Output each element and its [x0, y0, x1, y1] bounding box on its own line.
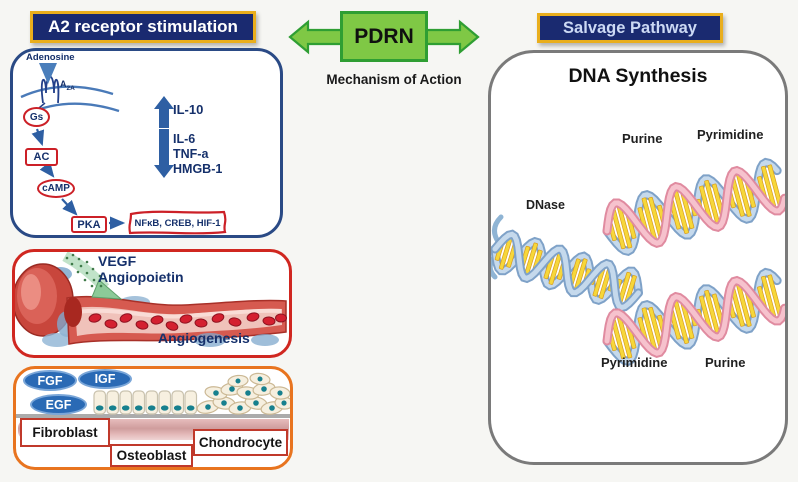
- a2-receptor-title: A2 receptor stimulation: [30, 11, 256, 43]
- angiogenesis-panel: VEGF Angiopoietin Angiogenesis: [12, 249, 292, 358]
- down-arrow-icon: [154, 129, 174, 178]
- membrane-arc: [20, 85, 114, 99]
- vegf-label: VEGF: [98, 253, 137, 269]
- purine-top-label: Purine: [622, 131, 663, 146]
- dnase-helix: [491, 229, 643, 313]
- cell-cluster: [196, 372, 290, 415]
- receptor-subscript: 2A: [66, 84, 75, 92]
- growth-factor-arrowhead-icon: [91, 279, 123, 300]
- igf-badge: IGF: [78, 369, 132, 389]
- gs-protein-node: Gs: [23, 107, 50, 127]
- arrow-ac-camp: [39, 161, 55, 178]
- epithelial-cell-row: [93, 390, 198, 415]
- basement-membrane-line: [16, 414, 290, 418]
- adenosine-ligand-icon: [39, 63, 57, 84]
- wavy-banner-icon: [128, 210, 227, 235]
- cell-layer-illustration: [16, 372, 290, 418]
- tnfa-label: TNF-a: [173, 147, 209, 161]
- red-blood-cells: [88, 312, 287, 331]
- il10-label: IL-10: [173, 102, 204, 117]
- il6-label: IL-6: [173, 132, 196, 146]
- purine-pyrimidine-helix-bottom: [602, 267, 785, 367]
- egf-badge: EGF: [30, 394, 87, 415]
- mechanism-of-action-caption: Mechanism of Action: [326, 72, 462, 87]
- adenylate-cyclase-node: AC: [25, 148, 58, 166]
- fgf-badge: FGF: [23, 370, 77, 391]
- up-arrow-icon: [154, 96, 174, 128]
- angiogenesis-caption: Angiogenesis: [158, 330, 250, 346]
- osteoblast-label: Osteoblast: [110, 444, 193, 467]
- camp-node: cAMP: [37, 179, 75, 198]
- dna-synthesis-heading: DNA Synthesis: [568, 65, 708, 87]
- fibroblast-label: Fibroblast: [20, 418, 110, 447]
- adenosine-label: Adenosine: [26, 52, 75, 63]
- pdrn-label: PDRN: [340, 11, 428, 62]
- salvage-pathway-title: Salvage Pathway: [537, 13, 723, 43]
- pyrimidine-top-label: Pyrimidine: [697, 127, 764, 142]
- effectors-banner: NFκB, CREB, HIF-1: [126, 210, 229, 236]
- blood-vessel-illustration: [15, 252, 287, 347]
- factor-dots: [65, 253, 103, 288]
- pka-node: PKA: [71, 216, 107, 233]
- receptor-base: A: [60, 79, 67, 89]
- purine-bottom-label: Purine: [705, 355, 746, 370]
- hmgb1-label: HMGB-1: [173, 162, 223, 176]
- dnase-label: DNase: [526, 198, 565, 212]
- pyrimidine-bottom-label: Pyrimidine: [601, 355, 668, 370]
- effectors-label: NFκB, CREB, HIF-1: [134, 217, 221, 229]
- purine-pyrimidine-helix-top: [602, 157, 785, 257]
- dna-synthesis-panel: DNA Synthesis DNase Purine Pyrimidine Py…: [488, 50, 788, 465]
- arrow-camp-pka: [61, 198, 78, 216]
- arrow-gs-ac: [31, 128, 45, 147]
- bidirectional-arrow-icon: [288, 19, 480, 55]
- angiopoietin-label: Angiopoietin: [98, 269, 184, 285]
- chondrocyte-label: Chondrocyte: [193, 429, 288, 456]
- dna-helix-illustration: [491, 157, 785, 367]
- growth-factor-panel: FGF IGF EGF Fibroblast Osteoblast Chondr…: [13, 366, 293, 470]
- a2a-receptor-label: A2A: [60, 79, 75, 92]
- a2-receptor-panel: Adenosine A2A Gs AC cAMP PKA NFκB, CREB,…: [10, 48, 283, 238]
